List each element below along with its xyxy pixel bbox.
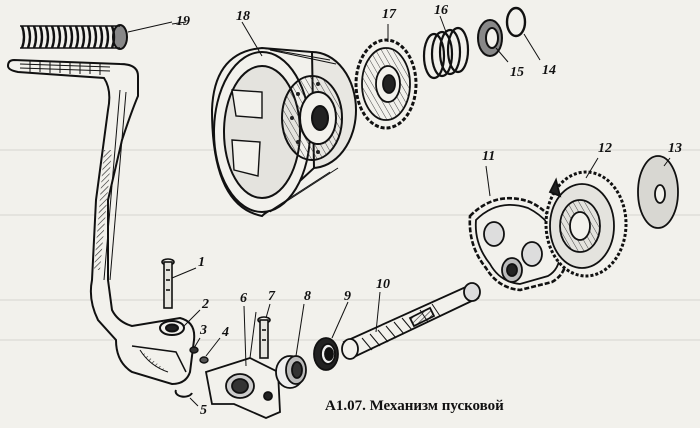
part-15-washer bbox=[477, 19, 503, 57]
part-18-housing-drum bbox=[210, 46, 357, 218]
part-17-gear bbox=[354, 38, 418, 130]
part-label-14: 14 bbox=[542, 63, 556, 78]
part-label-13: 13 bbox=[668, 141, 682, 156]
part-label-17: 17 bbox=[382, 7, 396, 22]
part-14-ring bbox=[505, 6, 527, 38]
part-label-18: 18 bbox=[236, 9, 250, 24]
figure-caption: А1.07. Механизм пусковой bbox=[325, 398, 504, 414]
part-label-10: 10 bbox=[376, 277, 390, 292]
part-13-washer bbox=[637, 155, 679, 229]
part-5-circlip bbox=[174, 389, 193, 398]
part-10-shaft bbox=[341, 282, 481, 360]
part-label-19: 19 bbox=[176, 14, 190, 29]
part-4-nut bbox=[199, 356, 209, 364]
part-label-16: 16 bbox=[434, 3, 448, 18]
part-label-2: 2 bbox=[202, 297, 209, 312]
part-7-bolt bbox=[257, 316, 271, 359]
part-label-11: 11 bbox=[482, 149, 496, 164]
part-19-return-spring bbox=[20, 21, 173, 50]
part-label-5: 5 bbox=[200, 403, 207, 418]
part-label-4: 4 bbox=[222, 325, 229, 340]
part-8-bushing bbox=[275, 355, 307, 389]
part-9-seal bbox=[313, 337, 339, 371]
part-2-kick-lever bbox=[6, 58, 196, 386]
part-label-9: 9 bbox=[344, 289, 351, 304]
part-label-3: 3 bbox=[200, 323, 207, 338]
part-label-1: 1 bbox=[198, 255, 205, 270]
part-1-bolt bbox=[161, 258, 175, 309]
part-16-spring bbox=[422, 26, 470, 80]
part-6-clamp bbox=[204, 311, 281, 419]
part-label-12: 12 bbox=[598, 141, 612, 156]
part-12-ratchet bbox=[544, 170, 628, 278]
part-label-6: 6 bbox=[240, 291, 247, 306]
part-11-sector-gear bbox=[468, 196, 568, 292]
part-label-15: 15 bbox=[510, 65, 524, 80]
part-label-8: 8 bbox=[304, 289, 311, 304]
part-3-washer bbox=[189, 346, 199, 354]
leader-lines bbox=[171, 15, 671, 407]
part-label-7: 7 bbox=[268, 289, 275, 304]
